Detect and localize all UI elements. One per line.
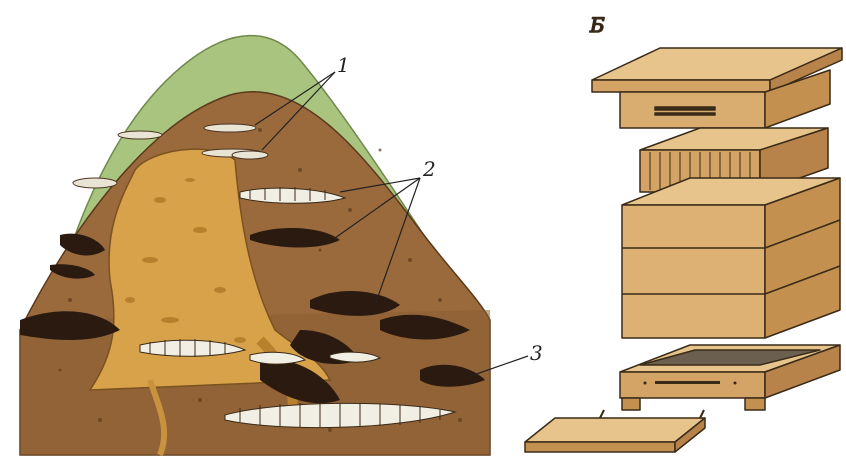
- anthill-section: 1 2 3: [20, 36, 543, 455]
- label-3: 3: [530, 341, 543, 365]
- hive-bottom: [620, 345, 840, 410]
- label-1: 1: [337, 53, 350, 77]
- beehive-exploded: Б: [525, 13, 842, 452]
- hive-landing-board: [525, 410, 705, 452]
- hive-roof: [592, 48, 842, 128]
- panel-letter: Б: [589, 13, 605, 37]
- label-2: 2: [422, 157, 436, 181]
- hive-body: [622, 178, 840, 338]
